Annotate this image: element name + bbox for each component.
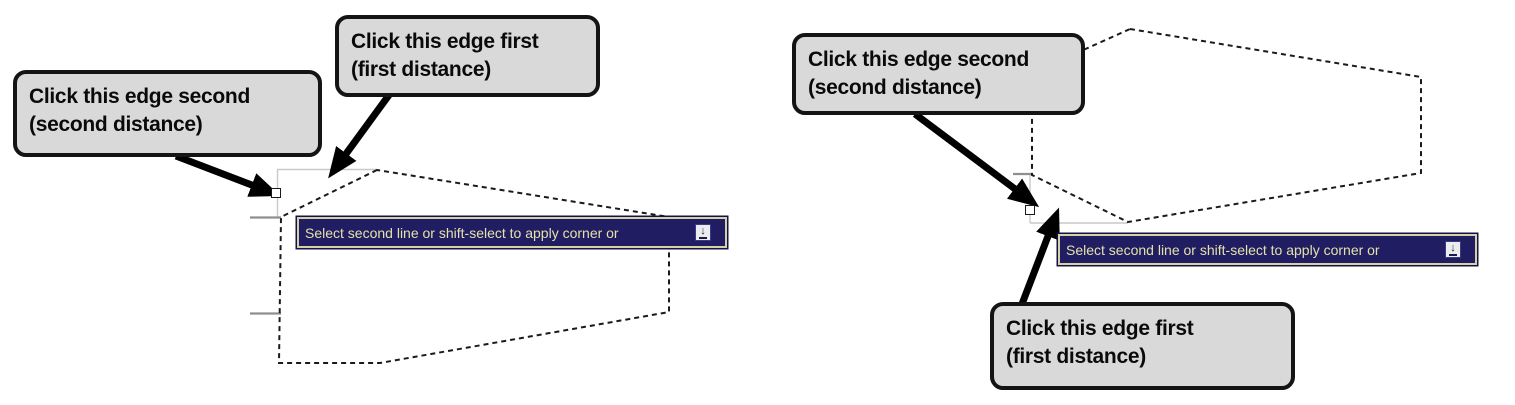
left-arrow-to-second-edge <box>174 152 281 197</box>
tooltip-text: Select second line or shift-select to ap… <box>305 224 619 241</box>
callout-line: Click this edge first <box>1006 317 1194 340</box>
callout-line: (first distance) <box>351 58 491 81</box>
callout-line: (first distance) <box>1006 345 1146 368</box>
left-arrow-to-first-edge <box>328 92 392 179</box>
dynamic-input-tooltip-left: Select second line or shift-select to ap… <box>297 217 727 248</box>
tooltip-text: Select second line or shift-select to ap… <box>1066 241 1380 258</box>
down-arrow-key-icon[interactable]: ↓ <box>695 224 711 241</box>
right-shape-dashed-outline[interactable] <box>1031 27 1422 224</box>
down-arrow-key-icon[interactable]: ↓ <box>1445 241 1461 258</box>
left-pickbox-marker <box>271 188 281 198</box>
callout-left-second-edge: Click this edge second (second distance) <box>13 70 322 157</box>
right-arrow-to-first-edge <box>1018 207 1060 306</box>
dynamic-input-tooltip-right: Select second line or shift-select to ap… <box>1058 234 1477 265</box>
left-shape-dashed-outline[interactable] <box>277 168 670 364</box>
right-pickbox-marker <box>1025 205 1035 215</box>
callout-line: Click this edge first <box>351 30 539 53</box>
callout-right-second-edge: Click this edge second (second distance) <box>792 33 1085 115</box>
callout-right-first-edge: Click this edge first (first distance) <box>990 302 1295 390</box>
callout-line: Click this edge second <box>29 85 250 108</box>
callout-line: Click this edge second <box>808 48 1029 71</box>
right-arrow-to-second-edge <box>912 111 1040 208</box>
callout-line: (second distance) <box>29 113 203 136</box>
callout-left-first-edge: Click this edge first (first distance) <box>335 15 600 97</box>
callout-line: (second distance) <box>808 76 982 99</box>
